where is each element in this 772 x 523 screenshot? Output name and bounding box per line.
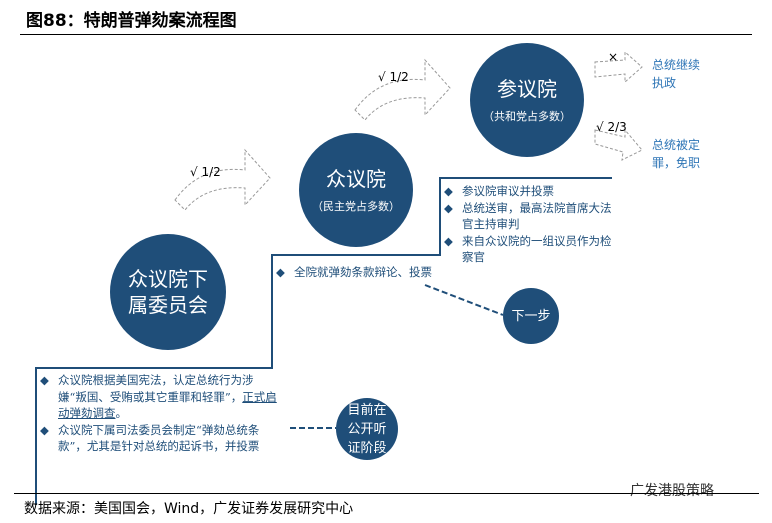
stage3-bullets: 参议院审议并投票 总统送审，最高法院首席大法官主持审判 来自众议院的一组议员作为… bbox=[444, 183, 614, 266]
outcome-pass: 总统被定罪，免职 bbox=[652, 138, 701, 170]
stage-sub: （民主党占多数） bbox=[312, 200, 400, 213]
source-note: 数据来源：美国国会，Wind，广发证券发展研究中心 bbox=[24, 501, 354, 517]
next-step-badge: 下一步 bbox=[503, 288, 559, 344]
bullet: 参议院审议并投票 bbox=[444, 183, 614, 200]
next-step-text: 下一步 bbox=[511, 308, 551, 324]
watermark: 广发港股策略 bbox=[630, 483, 714, 499]
divider bbox=[20, 34, 752, 35]
curved-arrow-icon bbox=[174, 148, 271, 211]
stage-house: 众议院 （民主党占多数） bbox=[299, 133, 413, 247]
outcome-fail: 总统继续执政 bbox=[652, 58, 701, 90]
current-stage-badge: 目前在公开听证阶段 bbox=[336, 398, 398, 460]
vote-house-committee: √ 1/2 bbox=[190, 165, 221, 179]
arrow-icon bbox=[594, 50, 643, 84]
vote-house: √ 1/2 bbox=[378, 70, 409, 84]
bullet: 众议院下属司法委员会制定“弹劾总统条款”，尤其是针对总统的起诉书，并投票 bbox=[40, 422, 280, 455]
current-stage-text: 目前在公开听证阶段 bbox=[347, 402, 387, 456]
bullet: 总统送审，最高法院首席大法官主持审判 bbox=[444, 200, 614, 233]
staircase-line bbox=[35, 177, 612, 505]
vote-senate-pass: √ 2/3 bbox=[596, 120, 627, 134]
stage1-bullets: 众议院根据美国宪法，认定总统行为涉嫌“叛国、受贿或其它重罪和轻罪”，正式启动弹劾… bbox=[40, 372, 280, 455]
arrow-icon bbox=[594, 128, 643, 161]
stage-name: 众议院 bbox=[326, 167, 386, 191]
bullet: 来自众议院的一组议员作为检察官 bbox=[444, 233, 614, 266]
bullet: 众议院根据美国宪法，认定总统行为涉嫌“叛国、受贿或其它重罪和轻罪”，正式启动弹劾… bbox=[40, 372, 280, 422]
figure-title: 图88：特朗普弹劾案流程图 bbox=[26, 11, 237, 31]
stage-name: 参议院 bbox=[497, 77, 557, 101]
stage-name: 众议院下属委员会 bbox=[128, 267, 208, 317]
stage2-bullets: 全院就弹劾条款辩论、投票 bbox=[276, 264, 446, 281]
divider bbox=[14, 493, 759, 494]
curved-arrow-icon bbox=[354, 58, 451, 121]
vote-senate-fail: × bbox=[608, 50, 619, 64]
stage-senate: 参议院 （共和党占多数） bbox=[470, 43, 584, 157]
dashed-connector-next bbox=[424, 284, 504, 316]
bullet: 全院就弹劾条款辩论、投票 bbox=[276, 264, 446, 281]
stage-house-committee: 众议院下属委员会 bbox=[110, 234, 226, 350]
stage-sub: （共和党占多数） bbox=[483, 110, 571, 123]
